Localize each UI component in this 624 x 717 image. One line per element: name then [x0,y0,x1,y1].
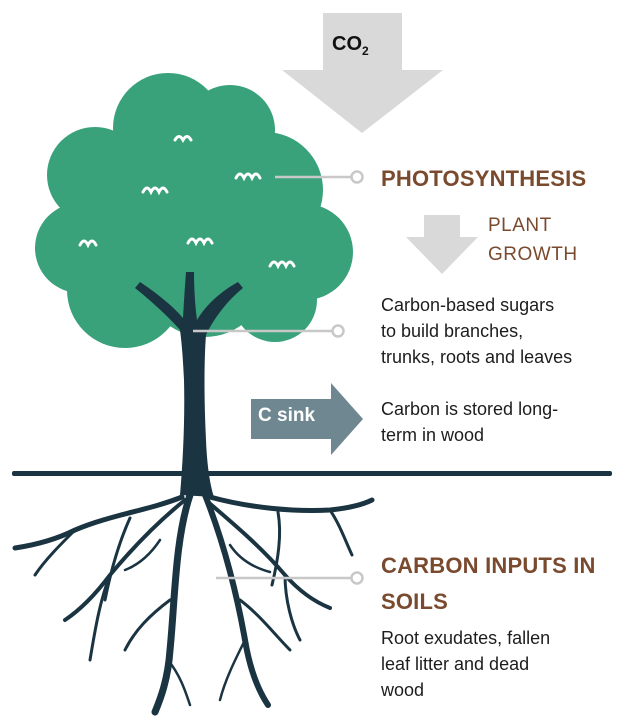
co2-label: CO2 [332,33,369,58]
plant-growth-down-arrow [406,215,478,274]
plant-growth-line1: PLANT [488,212,552,239]
co2-down-arrow [282,13,443,133]
tree-roots [15,495,372,712]
soil-desc-line1: Root exudates, fallen [381,625,550,652]
stored-line1: Carbon is stored long- [381,396,558,423]
soil-desc-line2: leaf litter and dead [381,651,529,678]
soil-heading-line1: CARBON INPUTS IN [381,553,596,579]
stored-line2: term in wood [381,422,484,449]
c-sink-label: C sink [258,405,315,427]
sugars-line2: to build branches, [381,318,523,345]
ground-line [12,471,612,476]
plant-growth-line2: GROWTH [488,241,578,268]
soil-desc-line3: wood [381,677,424,704]
soil-heading-line2: SOILS [381,589,448,615]
sugars-line3: trunks, roots and leaves [381,344,572,371]
sugars-line1: Carbon-based sugars [381,292,554,319]
photosynthesis-heading: PHOTOSYNTHESIS [381,166,586,192]
